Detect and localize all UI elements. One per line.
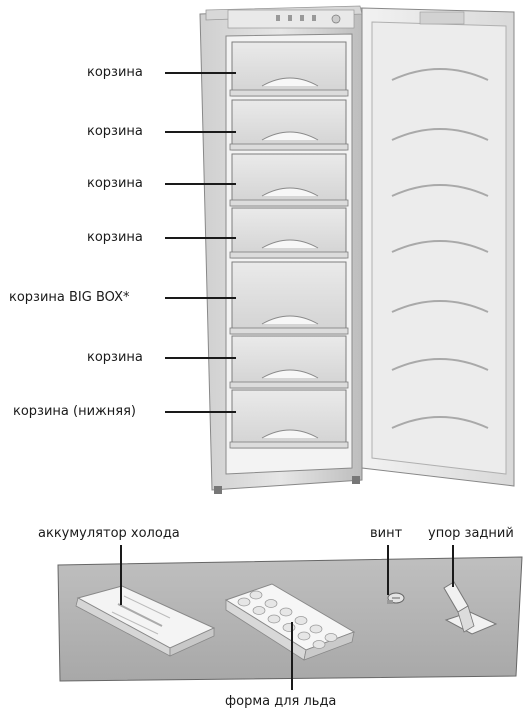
door-shelf <box>391 128 489 141</box>
door-shelf <box>391 358 489 371</box>
basket <box>229 153 349 207</box>
freezer-door <box>361 7 515 487</box>
basket-label-4: корзина <box>87 230 143 245</box>
basket <box>229 207 349 259</box>
ice-tray-cell <box>324 633 338 642</box>
basket-leader-5 <box>165 297 236 299</box>
basket <box>229 261 349 335</box>
ice-tray-cell <box>267 614 281 624</box>
ice-tray-leader <box>291 622 293 690</box>
cold-accumulator-illustration <box>75 585 216 657</box>
baskets <box>229 41 349 449</box>
rear-stop-label: упор задний <box>428 526 514 541</box>
cold-accumulator-leader <box>120 545 122 605</box>
basket-leader-1 <box>165 72 236 74</box>
basket <box>229 389 349 449</box>
door-shelf <box>391 300 489 313</box>
ice-tray-cell <box>279 607 293 617</box>
ice-tray-cell <box>252 606 266 615</box>
basket <box>229 335 349 389</box>
ice-tray-cell <box>249 590 263 600</box>
ice-tray-cell <box>264 599 278 608</box>
basket-leader-4 <box>165 237 236 239</box>
basket-leader-7 <box>165 411 236 413</box>
rear-stop-illustration <box>443 581 498 635</box>
door-shelf <box>391 68 489 81</box>
screw-label: винт <box>370 526 403 541</box>
rear-stop-leader <box>452 545 454 587</box>
door-shelf <box>391 240 489 253</box>
basket <box>229 41 349 97</box>
basket-leader-3 <box>165 183 236 185</box>
cold-accumulator-label: аккумулятор холода <box>38 526 180 541</box>
basket-label-3: корзина <box>87 176 143 191</box>
basket-label-6: корзина <box>87 350 143 365</box>
basket-label-2: корзина <box>87 124 143 139</box>
basket-label-bottom: корзина (нижняя) <box>13 404 136 419</box>
door-shelf <box>391 416 489 429</box>
basket <box>229 99 349 151</box>
basket-leader-6 <box>165 357 236 359</box>
ice-tray-cell <box>282 623 296 632</box>
ice-tray-cell <box>309 624 323 634</box>
ice-tray-cell <box>312 640 326 649</box>
ice-tray-cell <box>294 616 308 625</box>
basket-label-1: корзина <box>87 65 143 80</box>
door-shelf <box>391 184 489 197</box>
basket-label-big-box: корзина BIG BOX* <box>9 290 130 305</box>
ice-tray-cell <box>297 631 311 641</box>
screw-illustration <box>387 592 405 604</box>
basket-leader-2 <box>165 131 236 133</box>
ice-tray-illustration <box>224 583 356 661</box>
ice-tray-label: форма для льда <box>225 694 337 709</box>
ice-tray-cell <box>237 597 251 607</box>
screw-leader <box>387 545 389 595</box>
